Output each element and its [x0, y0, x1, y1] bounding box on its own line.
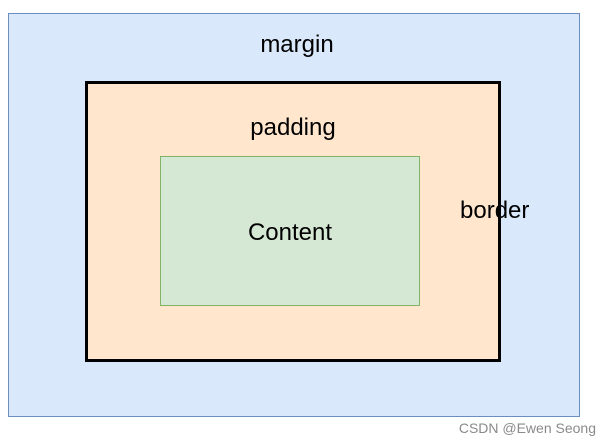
- margin-label: margin: [260, 31, 334, 58]
- content-box: [160, 156, 420, 306]
- content-label: Content: [247, 219, 333, 246]
- padding-label: padding: [250, 114, 336, 141]
- watermark: CSDN @Ewen Seong: [458, 420, 596, 436]
- border-label: border: [460, 197, 530, 224]
